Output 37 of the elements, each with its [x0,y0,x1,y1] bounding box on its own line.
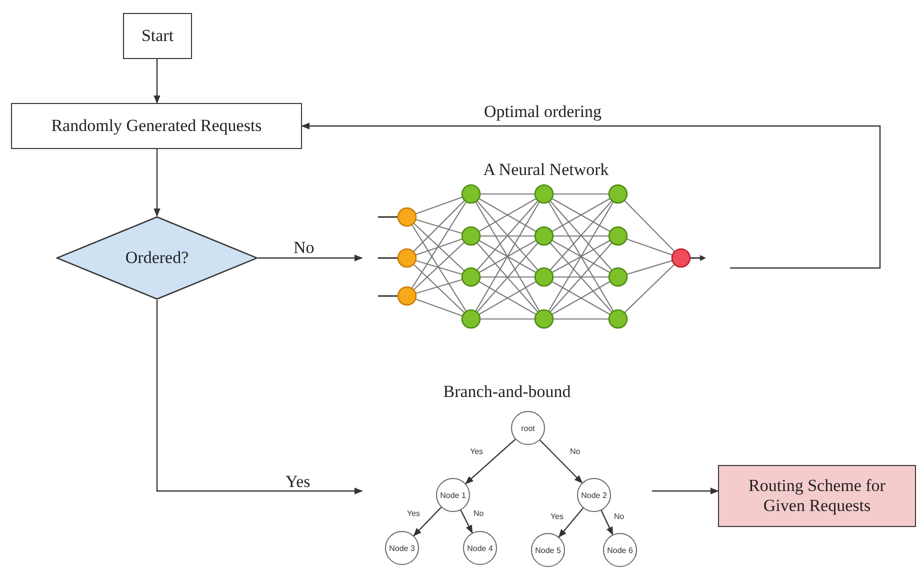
arrow [154,59,160,104]
arrow [301,122,881,269]
edge-label: Optimal ordering [484,102,602,120]
arrow [540,440,583,484]
edge-label: Yes [550,512,564,520]
process-box [11,103,302,149]
edge-label: Yes [286,472,310,490]
arrow [413,506,442,536]
section-title: A Neural Network [482,160,610,180]
arrow [460,510,473,534]
box-text: Randomly Generated Requests [50,116,263,136]
arrow [156,300,363,494]
arrow [258,254,363,262]
edge-label: Yes [470,448,484,456]
edge-label: No [294,238,314,256]
tree-node-circle: Node 1 [436,478,470,512]
arrow [652,488,719,494]
edge-label: No [614,512,624,520]
tree-node-circle: Node 3 [385,531,419,565]
arrow [465,438,516,484]
edge-label: No [474,510,484,518]
section-title: Branch-and-bound [442,382,572,402]
box-text: Start [140,26,175,46]
box-text: Routing Scheme for Given Requests [748,476,886,516]
tree-node-circle: root [511,411,545,445]
decision-diamond: Ordered? [56,216,258,300]
arrow [558,508,584,538]
arrow [600,510,614,536]
result-box [718,465,916,527]
tree-node-circle: Node 5 [531,533,565,567]
tree-node-circle: Node 6 [603,533,637,567]
start-box [123,13,192,59]
tree-node-circle: Node 4 [463,531,497,565]
tree-node-circle: Node 2 [577,478,611,512]
arrow [154,149,160,217]
edge-label: No [570,448,580,456]
edge-label: Yes [407,510,420,518]
